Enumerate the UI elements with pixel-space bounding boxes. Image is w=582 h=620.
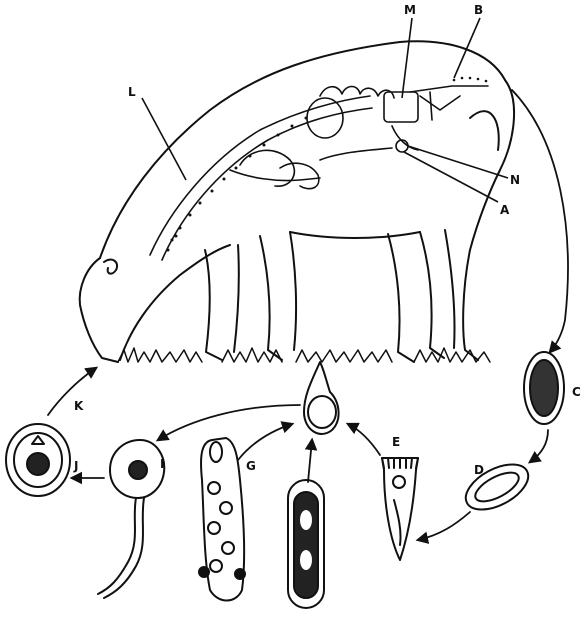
arrow-g-to-snail bbox=[238, 424, 292, 460]
stage-j-metacercaria bbox=[6, 424, 70, 496]
internal-organs bbox=[150, 86, 488, 260]
label-c: C bbox=[572, 385, 581, 399]
stage-snail bbox=[304, 362, 339, 434]
sheep-outline bbox=[80, 41, 514, 362]
label-a: A bbox=[500, 203, 510, 217]
arrow-c-to-d bbox=[530, 430, 548, 462]
stage-sporocyst bbox=[288, 480, 324, 608]
arrow-f-to-snail bbox=[308, 440, 312, 482]
label-d: D bbox=[474, 463, 484, 477]
label-g: G bbox=[246, 459, 256, 473]
cycle-arrows bbox=[48, 90, 568, 540]
stage-i-cercaria bbox=[98, 440, 164, 598]
label-k: K bbox=[74, 399, 84, 413]
arrow-k-to-host bbox=[48, 368, 96, 415]
stage-d-egg bbox=[459, 455, 536, 519]
label-j: J bbox=[73, 459, 78, 473]
labels: L M B N A C D E G I J K bbox=[73, 3, 581, 477]
label-l: L bbox=[128, 85, 136, 99]
label-b: B bbox=[474, 3, 483, 17]
arrow-e-to-snail bbox=[348, 424, 380, 455]
label-i: I bbox=[160, 457, 164, 471]
label-m: M bbox=[404, 3, 416, 17]
stage-c-egg bbox=[524, 352, 564, 424]
stage-g-redia bbox=[199, 438, 245, 601]
arrow-d-to-e bbox=[418, 512, 470, 540]
arrow-host-to-egg bbox=[512, 90, 568, 352]
label-e: E bbox=[392, 435, 400, 449]
stage-e-miracidium bbox=[382, 458, 418, 560]
label-n: N bbox=[510, 173, 520, 187]
arrow-snail-to-i bbox=[158, 405, 300, 440]
